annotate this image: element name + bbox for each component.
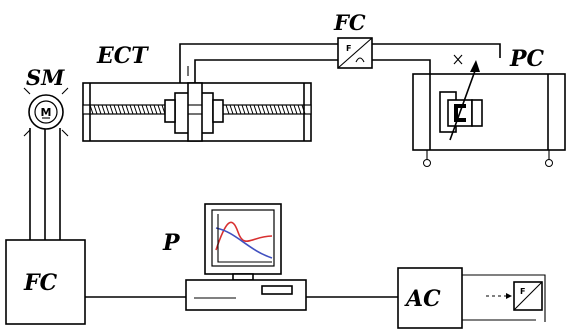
screw-thread-line	[253, 104, 258, 115]
lead-screw	[89, 104, 306, 115]
fc-top-symbol-letter: F	[346, 44, 351, 53]
screw-thread-line	[133, 104, 138, 115]
screw-thread-line	[289, 104, 294, 115]
pc-unit	[412, 60, 566, 167]
label-p: P	[162, 230, 181, 256]
wiring	[29, 43, 501, 298]
screw-thread-line	[281, 104, 286, 115]
label-pc: PC	[509, 46, 545, 72]
label-sm: SM	[26, 65, 65, 90]
screw-thread-line	[245, 104, 250, 115]
screw-thread-line	[277, 104, 282, 115]
servo-motor: M	[23, 87, 69, 137]
screw-thread-line	[149, 104, 154, 115]
screw-thread-line	[157, 104, 162, 115]
screw-thread-line	[237, 104, 242, 115]
screw-thread-line	[241, 104, 246, 115]
screw-thread-line	[121, 104, 126, 115]
screw-thread-line	[257, 104, 262, 115]
motor-letter: M	[41, 106, 52, 119]
ac-symbol-letter: F	[520, 287, 525, 296]
screw-thread-line	[293, 104, 298, 115]
monitor-screen	[211, 209, 275, 267]
label-ect: ECT	[96, 43, 149, 69]
computer	[185, 203, 307, 311]
screw-thread-line	[249, 104, 254, 115]
screw-thread-line	[93, 104, 98, 115]
screw-thread-line	[265, 104, 270, 115]
label-ac: AC	[404, 286, 441, 312]
screw-thread-line	[129, 104, 134, 115]
screw-thread-line	[125, 104, 130, 115]
screw-thread-line	[97, 104, 102, 115]
screw-thread-line	[225, 104, 230, 115]
ect-table	[82, 82, 312, 142]
screw-thread-line	[153, 104, 158, 115]
screw-thread-line	[145, 104, 150, 115]
screw-thread-line	[269, 104, 274, 115]
screw-thread-line	[229, 104, 234, 115]
screw-thread-line	[261, 104, 266, 115]
screw-thread-line	[117, 104, 122, 115]
screw-thread-line	[109, 104, 114, 115]
label-fc-bottom: FC	[23, 270, 58, 296]
fc-top-block: F	[337, 37, 373, 69]
label-fc-top: FC	[333, 10, 366, 35]
screw-thread-line	[101, 104, 106, 115]
screw-thread-line	[141, 104, 146, 115]
fc-bottom-block	[5, 239, 86, 325]
ac-controller: F	[397, 267, 546, 329]
screw-thread-line	[113, 104, 118, 115]
plot-curve-blue	[215, 227, 273, 259]
screw-thread-line	[105, 104, 110, 115]
screw-thread-line	[137, 104, 142, 115]
screw-thread-line	[233, 104, 238, 115]
screw-thread-line	[273, 104, 278, 115]
screw-thread-line	[297, 104, 302, 115]
screw-thread-line	[285, 104, 290, 115]
